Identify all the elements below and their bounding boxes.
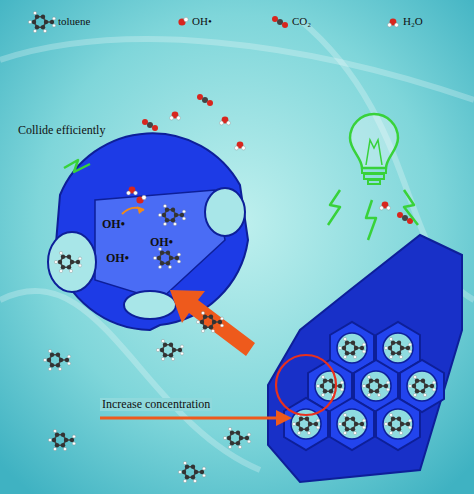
legend-text: toluene	[58, 15, 90, 27]
concentration-arrow	[100, 410, 292, 426]
legend-text: H₂O	[403, 15, 423, 27]
legend-icons	[28, 11, 398, 32]
annotation: Collide efficiently	[18, 124, 105, 137]
radical-label: OH•	[102, 218, 125, 231]
cage-cutaway	[48, 133, 248, 330]
legend-entry: CO₂	[292, 15, 311, 27]
annotation: Increase concentration	[100, 398, 212, 411]
legend-entry: toluene	[58, 15, 90, 27]
toluene-molecules	[43, 311, 250, 482]
radical-label: OH•	[106, 252, 129, 265]
legend-text: OH•	[192, 15, 212, 27]
legend-text: CO₂	[292, 15, 311, 27]
legend-entry: H₂O	[403, 15, 423, 27]
swirls	[0, 20, 474, 470]
light-bulb	[350, 114, 398, 184]
legend-entry: OH•	[192, 15, 212, 27]
hexagonal-channels	[268, 235, 462, 482]
light-rays	[64, 160, 418, 240]
radical-label: OH•	[150, 236, 173, 249]
